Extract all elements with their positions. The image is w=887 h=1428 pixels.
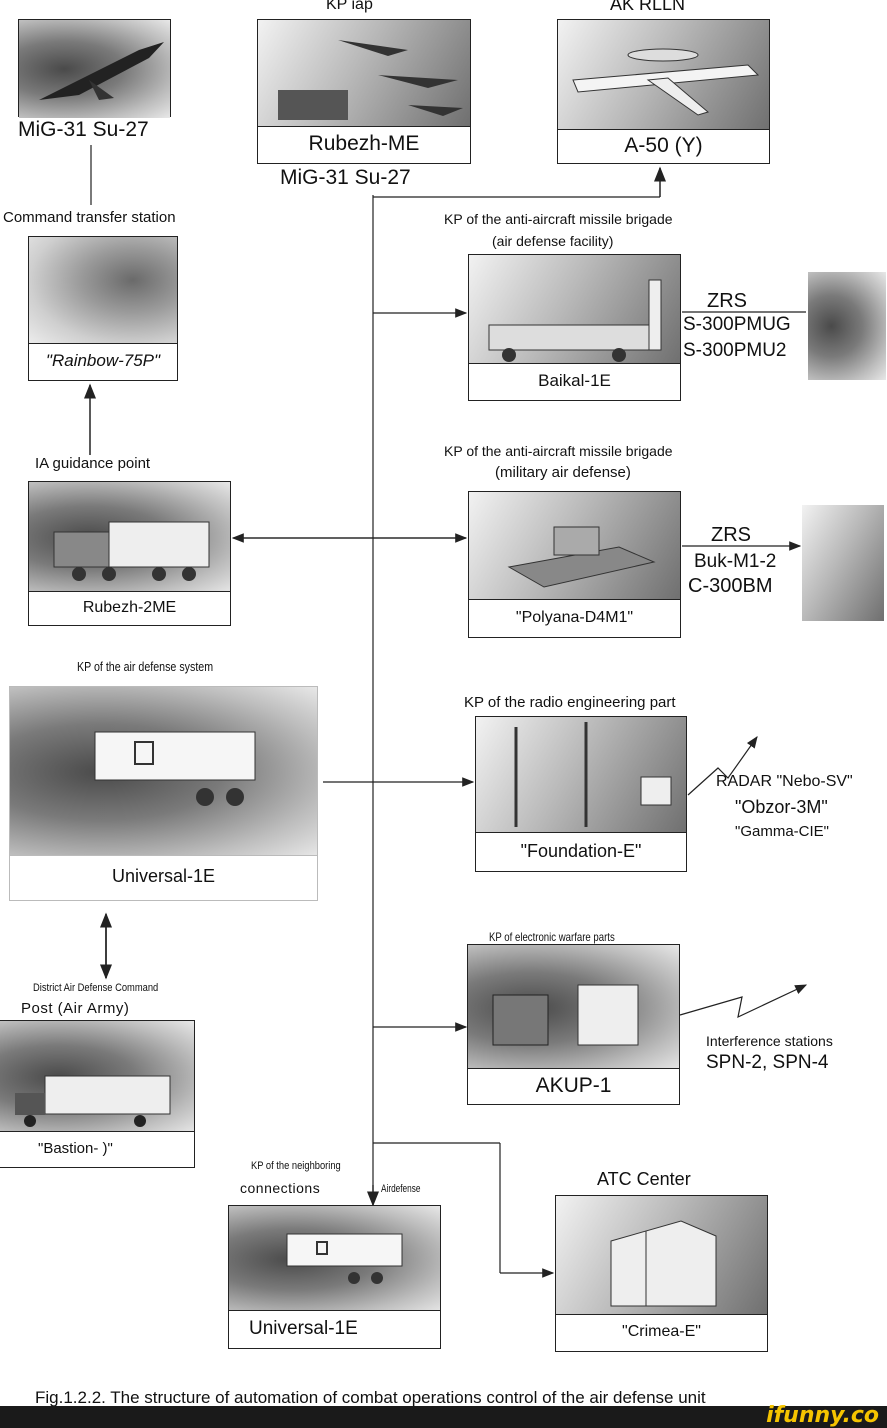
crimea-box: "Crimea-E" [555,1195,768,1352]
baikal-caption: Baikal-1E [469,363,680,400]
rubezh-me-caption: Rubezh-ME [258,126,470,163]
kp-neighboring-line1: KP of the neighboring [251,1160,341,1172]
missile-launcher-truck-icon [488,279,662,362]
ia-guidance-label: IA guidance point [35,455,151,472]
kp-air-defense-system-label: KP of the air defense system [77,659,214,674]
baikal-image [469,255,680,366]
radar-mast-icon [514,722,672,827]
mig-center-label: MiG-31 Su-27 [280,166,411,189]
bastion-box: "Bastion- )" [0,1020,195,1168]
rainbow-box: "Rainbow-75P" [28,236,178,381]
baikal-box: Baikal-1E [468,254,681,401]
s300pmu2-label: S-300PMU2 [683,340,787,361]
zrs1-label: ZRS [707,290,747,312]
buk-label: Buk-M1-2 [694,551,777,572]
universal-bottom-image [229,1206,440,1313]
mig-top-label: MiG-31 Su-27 [18,118,149,141]
a50-caption: A-50 (Y) [558,129,769,163]
c300bm-label: C-300BM [688,575,773,597]
kp-neighboring-line2: connections [240,1180,321,1196]
akup-image [468,945,679,1071]
tracked-vehicle-icon [507,526,656,588]
universal-bottom-caption: Universal-1E [229,1310,440,1348]
a50-image [558,20,769,132]
awacs-aircraft-icon [572,48,760,116]
watermark-bar: ifunny.co [0,1403,887,1428]
rainbow-image [29,237,177,345]
trailer-shelter-icon [94,731,256,806]
rubezh-2me-box: Rubezh-2ME [28,481,231,626]
ak-rlln-label: AK RLLN [610,0,686,14]
kp-iap-label: KP iap [326,0,373,13]
command-transfer-label: Command transfer station [3,209,176,226]
mig-photo-box [18,19,171,118]
launch-smoke-image [802,505,884,621]
foundation-box: "Foundation-E" [475,716,687,872]
fighter-jet-icon [39,42,164,100]
rubezh-2me-image [29,482,230,593]
polyana-image [469,492,680,602]
akup-caption: AKUP-1 [468,1068,679,1104]
zrs2-label: ZRS [711,524,751,546]
interference-line2: SPN-2, SPN-4 [706,1052,829,1073]
rubezh-me-image [258,20,470,128]
radar-line1: RADAR "Nebo-SV" [716,773,853,790]
rubezh-2me-caption: Rubezh-2ME [29,591,230,625]
building-icon [610,1220,717,1307]
radar-line2: "Obzor-3M" [735,797,828,817]
kp-brigade1-line2: (air defense facility) [492,233,614,249]
universal-left-box: Universal-1E [9,686,318,901]
kp-brigade1-line1: KP of the anti-aircraft missile brigade [444,211,673,227]
aircraft-formation-icon [278,40,463,120]
district-line1: District Air Defense Command [33,982,159,994]
brand-watermark: ifunny.co [766,1403,879,1428]
fighter-jet-image [19,20,170,118]
missile-launch-image [808,272,886,380]
truck-shelter-icon [15,1075,171,1127]
trailer-shelter-icon [286,1233,403,1284]
polyana-box: "Polyana-D4M1" [468,491,681,638]
crimea-caption: "Crimea-E" [556,1314,767,1351]
kp-ew-label: KP of electronic warfare parts [489,930,615,944]
a50-box: A-50 (Y) [557,19,770,164]
foundation-image [476,717,686,835]
district-line2: Post (Air Army) [21,1000,130,1017]
bastion-image [0,1021,194,1133]
kp-brigade2-line2: (military air defense) [495,464,631,481]
universal-left-caption: Universal-1E [10,855,317,900]
zrs1-photo [808,272,886,380]
bastion-caption: "Bastion- )" [0,1131,194,1167]
atc-center-label: ATC Center [597,1169,691,1189]
polyana-caption: "Polyana-D4M1" [469,599,680,637]
rubezh-me-box: Rubezh-ME [257,19,471,164]
ew-vehicles-icon [492,984,639,1046]
kp-brigade2-line1: KP of the anti-aircraft missile brigade [444,443,673,459]
s300pmug-label: S-300PMUG [683,314,791,335]
rainbow-caption: "Rainbow-75P" [29,343,177,380]
command-vehicle-icon [53,521,210,581]
zrs2-photo [802,505,884,621]
crimea-image [556,1196,767,1317]
akup-box: AKUP-1 [467,944,680,1105]
universal-bottom-box: Universal-1E [228,1205,441,1349]
kp-radio-label: KP of the radio engineering part [464,694,676,711]
radar-line3: "Gamma-CIE" [735,823,829,840]
universal-left-image [10,687,317,857]
airdefense-label: Airdefense [381,1183,421,1195]
figure-caption: Fig.1.2.2. The structure of automation o… [35,1388,706,1407]
interference-line1: Interference stations [706,1033,833,1049]
foundation-caption: "Foundation-E" [476,832,686,871]
